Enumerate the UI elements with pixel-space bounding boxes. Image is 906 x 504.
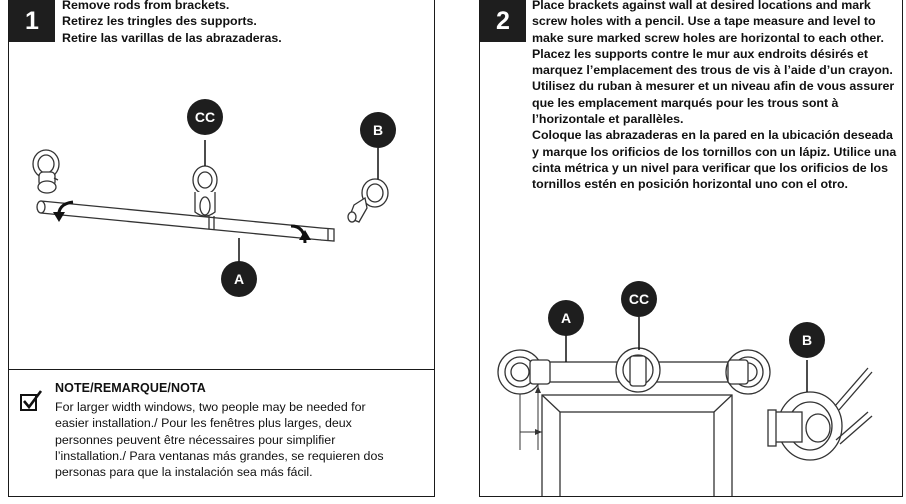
window-frame: [541, 394, 733, 496]
svg-text:CC: CC: [629, 291, 649, 307]
step-1-illustration: CC B A: [32, 99, 396, 297]
center-wall-bracket: [615, 347, 661, 393]
note-line: easier installation./ Pour les fenêtres …: [55, 416, 352, 431]
note-title: NOTE/REMARQUE/NOTA: [55, 381, 206, 395]
right-bracket: [347, 178, 389, 223]
step-2-paragraph-fr: Placez les supports contre le mur aux en…: [532, 46, 895, 127]
step-2-paragraph-es: Coloque las abrazaderas en la pared en l…: [532, 128, 897, 192]
left-bracket: [32, 149, 60, 194]
callout-a: A: [221, 261, 257, 297]
center-bracket: [192, 165, 218, 217]
note-text: For larger width windows, two people may…: [55, 399, 427, 480]
step-1-line-fr: Retirez les tringles des supports.: [62, 14, 257, 29]
step-2-paragraph-en: Place brackets against wall at desired l…: [532, 0, 884, 45]
bracket-detail-b: [767, 367, 873, 461]
step-2-panel: 2 Place brackets against wall at desired…: [479, 0, 903, 497]
curtain-rod: [36, 200, 335, 242]
right-wall-bracket: [725, 349, 771, 395]
checkbox-check-icon: [20, 390, 43, 411]
svg-text:CC: CC: [195, 109, 215, 125]
note-box: NOTE/REMARQUE/NOTA For larger width wind…: [9, 369, 434, 496]
callout-a: A: [548, 300, 584, 336]
note-line: personas para que la instalación sea más…: [55, 465, 313, 480]
left-wall-bracket: [497, 349, 551, 395]
note-line: personnes peuvent être nécessaires pour …: [55, 432, 336, 447]
step-1-panel: 1 Remove rods from brackets. Retirez les…: [8, 0, 435, 497]
step-1-line-es: Retire las varillas de las abrazaderas.: [62, 30, 282, 45]
step-1-line-en: Remove rods from brackets.: [62, 0, 230, 12]
note-line: l’installation./ Para ventanas más grand…: [55, 448, 384, 463]
svg-text:B: B: [802, 332, 812, 348]
svg-text:B: B: [373, 122, 383, 138]
svg-text:A: A: [234, 271, 244, 287]
step-1-number: 1: [9, 0, 55, 42]
step-2-number: 2: [480, 0, 526, 42]
step-2-illustration: A CC B: [497, 281, 873, 496]
callout-b: B: [789, 322, 825, 358]
step-2-instructions: Place brackets against wall at desired l…: [532, 0, 898, 193]
callout-cc: CC: [187, 99, 223, 135]
svg-text:A: A: [561, 310, 571, 326]
callout-cc: CC: [621, 281, 657, 317]
callout-b: B: [360, 112, 396, 148]
step-1-instructions: Remove rods from brackets. Retirez les t…: [62, 0, 432, 46]
rotate-arrow-right-icon: [290, 224, 307, 244]
note-line: For larger width windows, two people may…: [55, 400, 366, 414]
